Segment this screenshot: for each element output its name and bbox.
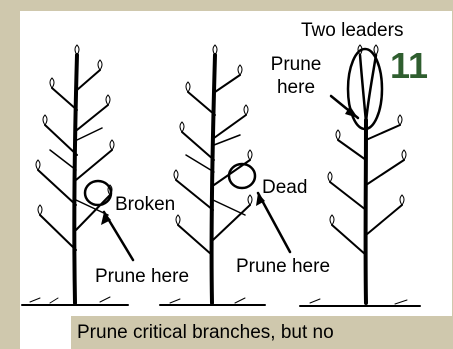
- caption-bar: Prune critical branches, but no: [71, 316, 453, 349]
- label-broken: Broken: [115, 194, 176, 215]
- label-prune-here-middle: Prune here: [236, 256, 331, 277]
- arrowhead-top: [345, 106, 358, 118]
- slide-number: 11: [389, 45, 428, 86]
- dead-branch-circle: [227, 162, 257, 190]
- arrowhead-left: [101, 212, 111, 225]
- middle-tree: [175, 53, 251, 305]
- label-prune-here-top: Prune here: [270, 54, 322, 98]
- two-leaders-circle: [346, 47, 384, 131]
- arrow-middle: [256, 191, 292, 254]
- label-dead: Dead: [262, 177, 308, 198]
- label-two-leaders: Two leaders: [301, 20, 404, 41]
- left-tree: [37, 53, 113, 305]
- right-tree: [329, 53, 405, 305]
- arrowhead-middle: [256, 193, 265, 206]
- broken-branch-circle: [83, 179, 113, 207]
- label-prune-here-left: Prune here: [95, 266, 190, 287]
